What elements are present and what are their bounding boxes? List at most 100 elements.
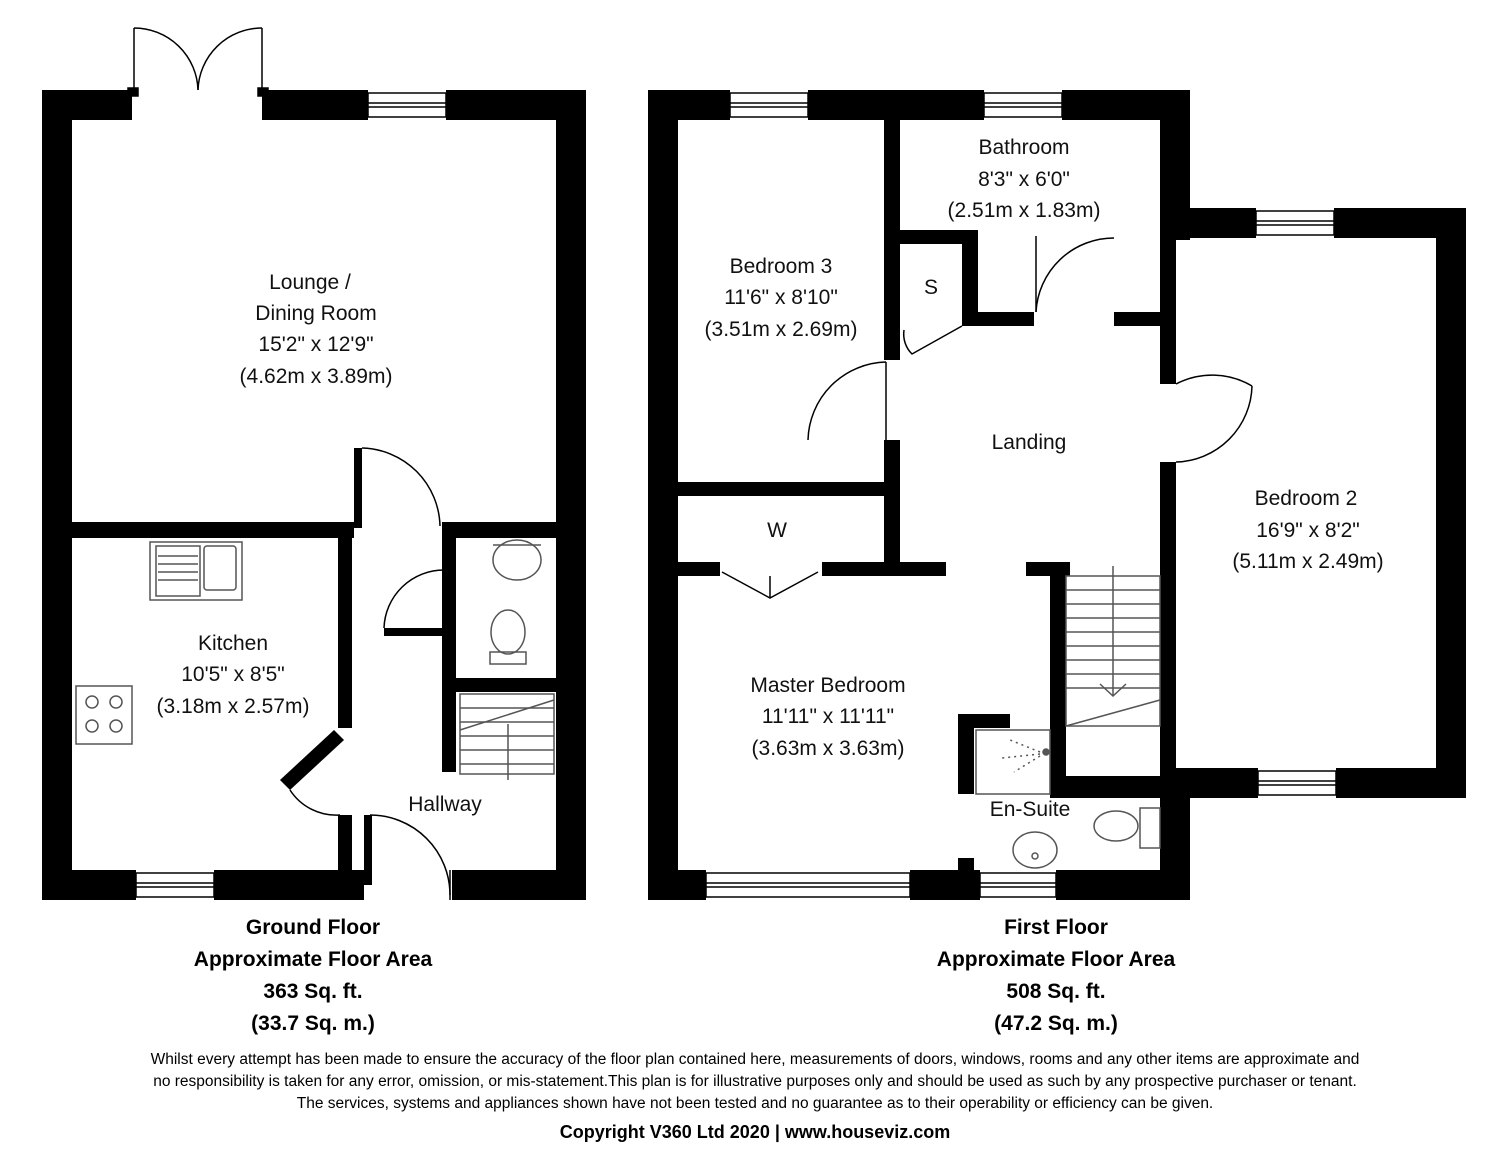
disclaimer: Whilst every attempt has been made to en… [60,1049,1450,1115]
first-floor-plan [648,90,1466,900]
first-wall-ensuite-post [958,858,974,872]
first-wall-bottom-mid [910,870,980,900]
ground-wall-hall-stub [354,448,362,528]
window-kitchen [135,872,215,898]
label-bathroom-name: Bathroom [978,136,1069,159]
first-wall-right [1436,208,1466,798]
ground-wall-top-mid [262,90,368,120]
ground-wall-kitchen-lower [338,815,352,870]
first-wall-wardrobe-right [884,496,900,562]
label-master-metric: (3.63m x 3.63m) [752,737,905,760]
first-wall-bottom-left [648,870,706,900]
first-wall-bath-bottom-mid [962,312,1034,326]
ground-wall-wc-bottom [442,678,556,692]
window-bathroom [983,92,1063,118]
ensuite-basin [1012,831,1058,869]
ground-wall-lounge-kitchen [72,522,354,538]
window-lounge [367,92,447,118]
label-ensuite: En-Suite [990,798,1071,821]
ground-floor-title: Ground Floor [245,916,381,939]
first-floor-subtitle: Approximate Floor Area [936,948,1176,971]
first-wall-store-right [962,230,978,326]
ensuite-toilet [1093,810,1139,842]
first-floor-area-metric: (47.2 Sq. m.) [994,1012,1118,1035]
first-wall-bath-bottom-left [900,230,978,244]
ground-floor-area-imperial: 363 Sq. ft. [263,980,363,1003]
label-bedroom3-imperial: 11'6" x 8'10" [724,286,838,309]
ground-wall-bottom-left [42,870,136,900]
first-wall-bed3-right-upper [884,120,900,360]
kitchen-hob [75,685,133,745]
wc-toilet [490,609,526,655]
ground-wall-wc-door-stub [384,628,444,636]
ground-wall-front-door-jamb [364,815,372,885]
first-wall-bath-bottom-right [1114,312,1174,326]
ground-wall-bottom-right [452,870,586,900]
first-fixtures [975,566,1161,869]
ground-doors [127,27,451,900]
label-lounge-name1: Lounge / [269,271,351,294]
first-wall-bed2-bottom-right [1336,768,1466,798]
label-master-imperial: 11'11" x 11'11" [762,705,894,728]
window-bedroom3 [729,92,809,118]
first-doors [721,236,1253,599]
window-master [705,872,911,898]
first-wall-left [648,90,678,900]
label-bedroom3-metric: (3.51m x 2.69m) [705,318,858,341]
label-kitchen-imperial: 10'5" x 8'5" [181,663,285,686]
label-bathroom-metric: (2.51m x 1.83m) [948,199,1101,222]
label-wardrobe: W [767,519,787,542]
ground-floor-area-metric: (33.7 Sq. m.) [251,1012,375,1035]
window-bedroom2-bottom [1257,770,1337,796]
ground-wall-stair-left [442,692,456,772]
first-wall-stair-bottom [1050,776,1176,798]
kitchen-sink [149,541,243,601]
first-floor-area: First Floor Approximate Floor Area 508 S… [876,912,1236,1040]
label-lounge-imperial: 15'2" x 12'9" [258,333,373,356]
disclaimer-line-2: no responsibility is taken for any error… [153,1073,1357,1090]
first-wall-top-left [648,90,730,120]
label-kitchen-metric: (3.18m x 2.57m) [157,695,310,718]
first-wall-bed2-left-lower [1160,462,1176,768]
label-bedroom2-name: Bedroom 2 [1255,487,1358,510]
ground-wall-left [42,90,72,900]
ground-floor-subtitle: Approximate Floor Area [193,948,433,971]
first-wall-bottom-right [1056,870,1190,900]
ground-fixtures [75,539,555,780]
first-wall-ensuite-left [958,714,974,794]
first-windows [705,92,1337,898]
ground-wall-top-left [42,90,132,120]
label-hallway: Hallway [408,793,482,816]
wc-basin [492,539,542,581]
label-lounge-name2: Dining Room [255,302,376,325]
window-ensuite [979,872,1057,898]
ground-floor-plan [42,90,586,900]
window-bedroom2-top [1255,210,1335,236]
disclaimer-line-3: The services, systems and appliances sho… [296,1095,1214,1112]
ground-wall-top-right [446,90,586,120]
first-floor-area-imperial: 508 Sq. ft. [1006,980,1106,1003]
label-landing: Landing [992,431,1067,454]
room-labels: Lounge / Dining Room 15'2" x 12'9" (4.62… [157,136,1384,821]
first-wall-bed2-left-upper [1160,238,1176,384]
ground-wall-right [556,90,586,900]
first-wall-master-top-right [822,562,946,576]
ground-wall-lounge-hall [442,522,556,538]
ground-wall-kitchen-hall [338,538,352,728]
ground-floor-area: Ground Floor Approximate Floor Area 363 … [133,912,493,1040]
label-store: S [924,276,938,299]
first-wall-bed2-top-left [1160,208,1256,238]
label-master-name: Master Bedroom [750,674,905,697]
label-bathroom-imperial: 8'3" x 6'0" [978,168,1070,191]
first-wall-top-mid [808,90,984,120]
label-kitchen-name: Kitchen [198,632,268,655]
label-bedroom2-imperial: 16'9" x 8'2" [1256,519,1360,542]
first-floor-title: First Floor [1004,916,1108,939]
label-lounge-metric: (4.62m x 3.89m) [240,365,393,388]
ground-wall-bottom-mid [214,870,364,900]
first-wall-bed3-bottom [678,482,900,496]
ground-wall-kitchen-diagonal [280,730,344,790]
copyright: Copyright V360 Ltd 2020 | www.houseviz.c… [559,1122,951,1142]
ground-wall-wc-left [442,538,456,678]
